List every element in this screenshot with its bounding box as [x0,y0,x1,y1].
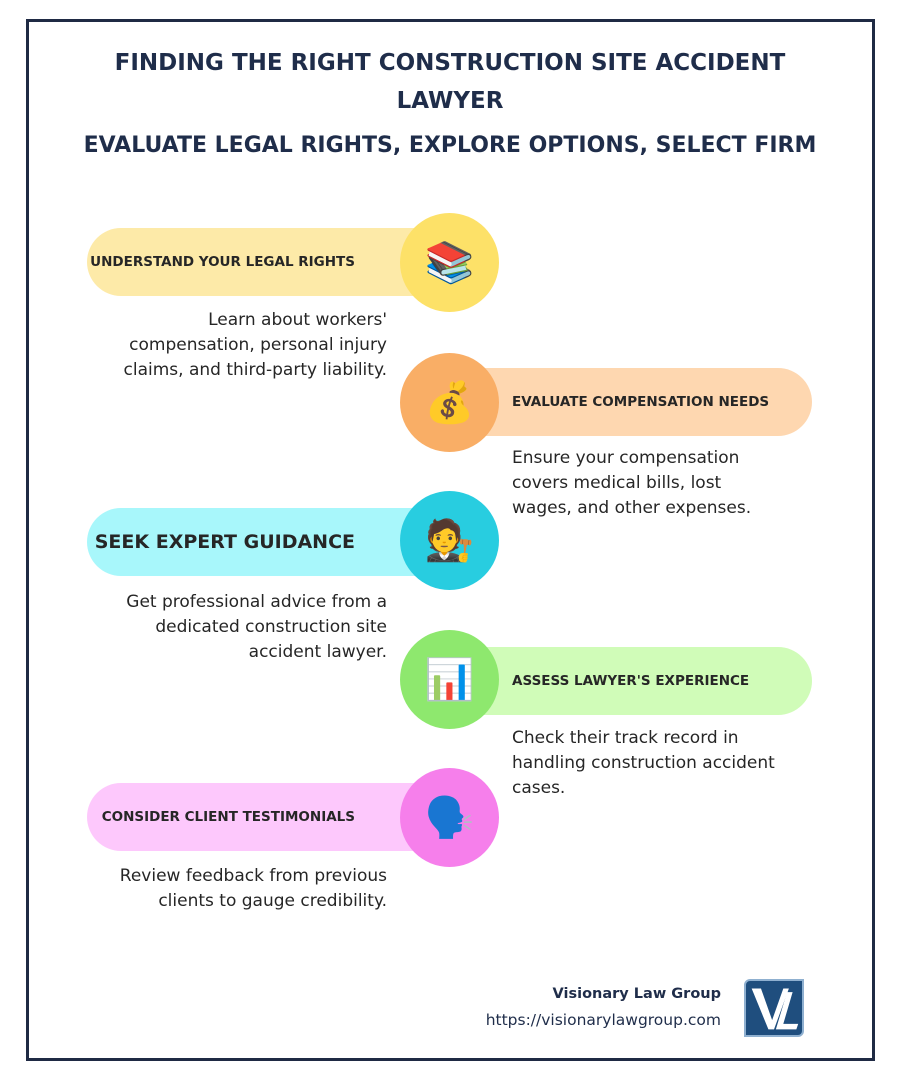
step-2-circle: 💰 [400,353,499,452]
step-5-description: Review feedback from previous clients to… [119,866,387,911]
step-2-description: Ensure your compensation covers medical … [512,448,752,518]
vl-logo-icon [751,988,799,1030]
step-2-label: EVALUATE COMPENSATION NEEDS [512,394,770,410]
step-2-pill: EVALUATE COMPENSATION NEEDS [432,368,812,436]
step-1-description: Learn about workers' compensation, perso… [123,310,387,380]
bar-chart-icon: 📊 [424,656,475,703]
page-title: FINDING THE RIGHT CONSTRUCTION SITE ACCI… [114,50,786,114]
step-3-label: SEEK EXPERT GUIDANCE [94,531,355,553]
speaking-head-icon: 🗣️ [424,794,475,841]
firm-url-link[interactable]: https://visionarylawgroup.com [485,1011,721,1029]
step-5-label: CONSIDER CLIENT TESTIMONIALS [101,809,355,825]
books-icon: 📚 [424,239,475,286]
page-subtitle: EVALUATE LEGAL RIGHTS, EXPLORE OPTIONS, … [83,133,817,158]
step-4-circle: 📊 [400,630,499,729]
firm-logo [744,979,804,1037]
step-1-label: UNDERSTAND YOUR LEGAL RIGHTS [90,254,355,270]
step-3-description: Get professional advice from a dedicated… [126,592,387,662]
step-4-label: ASSESS LAWYER'S EXPERIENCE [512,673,750,689]
firm-name: Visionary Law Group [552,986,721,1002]
money-bag-icon: 💰 [424,379,475,426]
step-4-description: Check their track record in handling con… [512,728,775,798]
judge-icon: 🧑‍⚖️ [424,517,475,564]
step-3-circle: 🧑‍⚖️ [400,491,499,590]
step-1-circle: 📚 [400,213,499,312]
step-5-circle: 🗣️ [400,768,499,867]
